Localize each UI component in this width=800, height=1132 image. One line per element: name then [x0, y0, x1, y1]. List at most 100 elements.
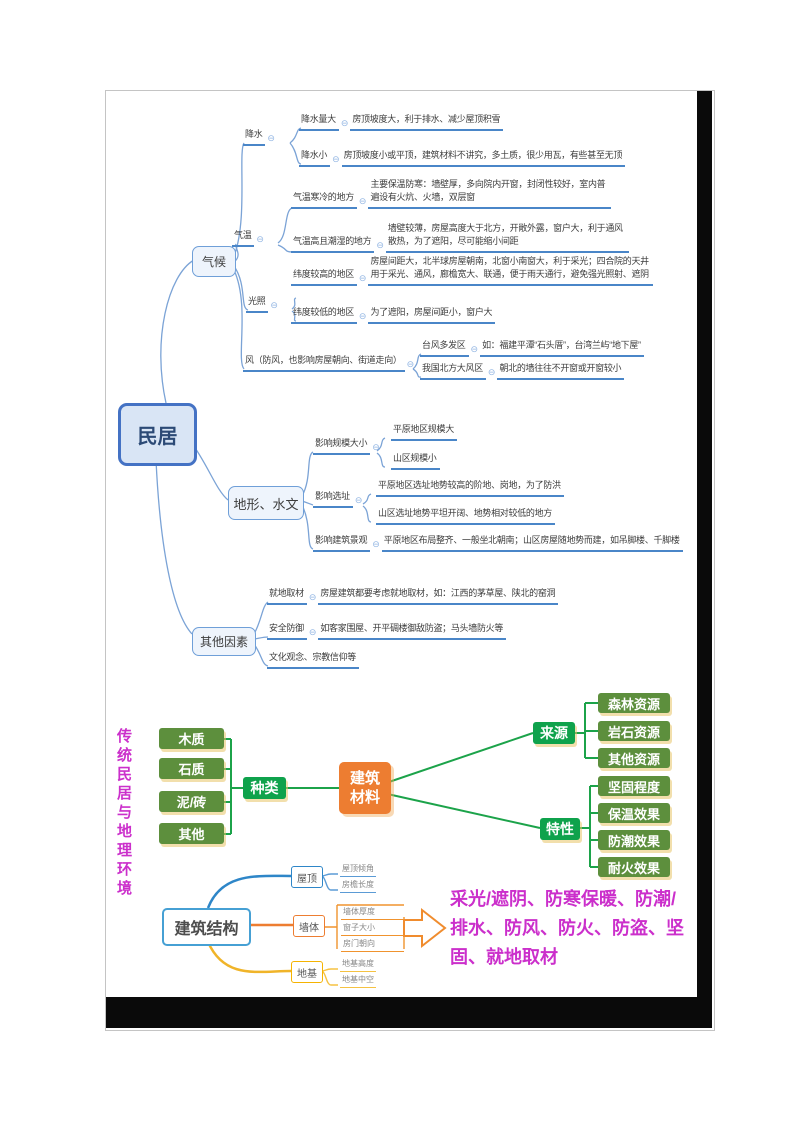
kind-stone[interactable]: 石质 — [159, 758, 224, 779]
node-temperature[interactable]: 气温 ⊖ — [232, 229, 266, 247]
source-forest[interactable]: 森林资源 — [598, 693, 670, 713]
collapse-icon[interactable]: ⊖ — [406, 359, 415, 369]
roof-item-angle: 屋顶倾角 — [340, 863, 376, 877]
node-affect-scale[interactable]: 影响规模大小 ⊖ — [313, 437, 382, 455]
node-label: 就地取材 — [267, 587, 307, 605]
root-node-dwellings[interactable]: 民居 — [118, 403, 197, 466]
node-label: 台风多发区 — [420, 339, 469, 357]
node-label: 纬度较高的地区 — [291, 268, 357, 286]
node-label: 影响建筑景观 — [313, 534, 371, 552]
node-label: 降水量大 — [299, 113, 339, 131]
node-label: 影响选址 — [313, 490, 353, 508]
node-desc: 朝北的墙往往不开窗或开窗较小 — [497, 362, 625, 380]
letterbox-right — [697, 91, 712, 1028]
node-low-latitude[interactable]: 纬度较低的地区 ⊖ 为了遮阳，房屋间距小，窗户大 — [291, 306, 496, 324]
node-temp-hot-humid[interactable]: 气温高且潮湿的地方 ⊖ 墙壁较薄，房屋高度大于北方，开敞外露，窗户大，利于通风散… — [291, 222, 629, 253]
node-precip-light[interactable]: 降水小 ⊖ 房顶坡度小或平顶，建筑材料不讲究，多土质，很少用瓦，有些甚至无顶 — [299, 149, 626, 167]
prop-fireproof[interactable]: 耐火效果 — [598, 857, 670, 877]
node-label: 气温寒冷的地方 — [291, 191, 357, 209]
node-desc: 平原地区布局整齐、一般坐北朝南；山区房屋随地势而建，如吊脚楼、千脚楼 — [381, 534, 683, 552]
prop-moistureproof[interactable]: 防潮效果 — [598, 830, 670, 850]
node-desc: 如客家围屋、开平碉楼御敌防盗；马头墙防火等 — [318, 622, 507, 640]
collapse-icon[interactable]: ⊖ — [376, 240, 384, 250]
node-precip-heavy[interactable]: 降水量大 ⊖ 房顶坡度大，利于排水、减少屋顶积雪 — [299, 113, 504, 131]
collapse-icon[interactable]: ⊖ — [267, 133, 275, 143]
node-wind[interactable]: 风（防风，也影响房屋朝向、街道走向） ⊖ — [243, 354, 416, 372]
node-properties[interactable]: 特性 — [540, 818, 580, 840]
node-wall[interactable]: 墙体 — [293, 915, 325, 937]
summary-line: 固、就地取材 — [450, 947, 558, 967]
node-local-materials[interactable]: 就地取材 ⊖ 房屋建筑都要考虑就地取材，如：江西的茅草屋、陕北的窑洞 — [267, 587, 559, 605]
node-source[interactable]: 来源 — [533, 722, 575, 744]
node-affect-landscape[interactable]: 影响建筑景观 ⊖ 平原地区布局整齐、一般坐北朝南；山区房屋随地势而建，如吊脚楼、… — [313, 534, 683, 552]
collapse-icon[interactable]: ⊖ — [340, 118, 349, 128]
node-desc: 平原地区规模大 — [391, 423, 457, 441]
collapse-icon[interactable]: ⊖ — [256, 234, 264, 244]
wall-item-window-size: 窗子大小 — [341, 922, 404, 936]
node-mountain-siting[interactable]: 山区选址地势平坦开阔、地势相对较低的地方 — [376, 507, 556, 525]
collapse-icon[interactable]: ⊖ — [308, 627, 317, 637]
node-label: 降水小 — [299, 149, 331, 167]
side-title: 传统民居与地理环境 — [115, 728, 132, 899]
summary-line: 排水、防风、防火、防盗、坚 — [450, 918, 684, 938]
collapse-icon[interactable]: ⊖ — [470, 344, 479, 354]
node-building-materials[interactable]: 建筑材料 — [339, 762, 391, 814]
kind-mud-brick[interactable]: 泥/砖 — [159, 791, 224, 812]
node-label: 我国北方大风区 — [420, 362, 486, 380]
branch-terrain-hydrology[interactable]: 地形、水文 — [228, 486, 304, 520]
node-foundation[interactable]: 地基 — [291, 961, 323, 983]
collapse-icon[interactable]: ⊖ — [487, 367, 496, 377]
node-kinds[interactable]: 种类 — [243, 777, 286, 799]
node-typhoon-area[interactable]: 台风多发区 ⊖ 如：福建平潭“石头厝”，台湾兰屿“地下屋” — [420, 339, 644, 357]
collapse-icon[interactable]: ⊖ — [332, 154, 340, 164]
collapse-icon[interactable]: ⊖ — [270, 300, 278, 310]
collapse-icon[interactable]: ⊖ — [358, 273, 367, 283]
node-desc: 房顶坡度大，利于排水、减少屋顶积雪 — [350, 113, 504, 131]
node-culture-religion[interactable]: 文化观念、宗教信仰等 — [267, 651, 360, 669]
source-other[interactable]: 其他资源 — [598, 748, 670, 768]
collapse-icon[interactable]: ⊖ — [354, 495, 363, 505]
node-security-defense[interactable]: 安全防御 ⊖ 如客家围屋、开平碉楼御敌防盗；马头墙防火等 — [267, 622, 507, 640]
node-high-latitude[interactable]: 纬度较高的地区 ⊖ 房屋间距大，北半球房屋朝南，北窗小南窗大，利于采光；四合院的… — [291, 255, 654, 286]
node-plain-siting[interactable]: 平原地区选址地势较高的阶地、岗地，为了防洪 — [376, 479, 564, 497]
node-desc: 为了遮阳，房屋间距小，窗户大 — [368, 306, 496, 324]
node-label: 安全防御 — [267, 622, 307, 640]
node-desc: 山区选址地势平坦开阔、地势相对较低的地方 — [376, 507, 556, 525]
node-plain-large-scale[interactable]: 平原地区规模大 — [391, 423, 457, 441]
node-desc: 房屋间距大，北半球房屋朝南，北窗小南窗大，利于采光；四合院的天井用于采光、通风，… — [368, 255, 654, 286]
base-item-hollow: 地基中空 — [340, 974, 376, 988]
summary-line: 采光/遮阴、防寒保暖、防潮/ — [450, 889, 677, 909]
prop-firmness[interactable]: 坚固程度 — [598, 776, 670, 796]
node-desc: 墙壁较薄，房屋高度大于北方，开敞外露，窗户大，利于通风散热，为了遮阳，尽可能缩小… — [385, 222, 629, 253]
branch-other-factors[interactable]: 其他因素 — [192, 627, 256, 656]
node-precipitation[interactable]: 降水 ⊖ — [243, 128, 277, 146]
collapse-icon[interactable]: ⊖ — [358, 196, 367, 206]
collapse-icon[interactable]: ⊖ — [372, 539, 380, 549]
kind-wood[interactable]: 木质 — [159, 728, 224, 749]
letterbox-bottom — [106, 997, 712, 1028]
node-label: 气温高且潮湿的地方 — [291, 235, 375, 253]
node-desc: 房顶坡度小或平顶，建筑材料不讲究，多土质，很少用瓦，有些甚至无顶 — [341, 149, 626, 167]
source-rock[interactable]: 岩石资源 — [598, 721, 670, 741]
collapse-icon[interactable]: ⊖ — [308, 592, 317, 602]
roof-item-eave: 房檐长度 — [340, 879, 376, 893]
base-item-height: 地基高度 — [340, 958, 376, 972]
branch-climate[interactable]: 气候 — [192, 246, 236, 277]
node-sunlight[interactable]: 光照 ⊖ — [246, 295, 280, 313]
node-label: 降水 — [243, 128, 266, 146]
prop-insulation[interactable]: 保温效果 — [598, 803, 670, 823]
node-label: 文化观念、宗教信仰等 — [267, 651, 360, 669]
node-label: 风（防风，也影响房屋朝向、街道走向） — [243, 354, 405, 372]
node-north-wind-area[interactable]: 我国北方大风区 ⊖ 朝北的墙往往不开窗或开窗较小 — [420, 362, 625, 380]
node-desc: 主要保温防寒：墙壁厚，多向院内开窗，封闭性较好，室内普遍设有火炕、火墙，双层窗 — [368, 178, 612, 209]
node-building-structure[interactable]: 建筑结构 — [162, 908, 251, 946]
collapse-icon[interactable]: ⊖ — [372, 442, 380, 452]
kind-other[interactable]: 其他 — [159, 823, 224, 844]
node-temp-cold[interactable]: 气温寒冷的地方 ⊖ 主要保温防寒：墙壁厚，多向院内开窗，封闭性较好，室内普遍设有… — [291, 178, 612, 209]
node-label: 纬度较低的地区 — [291, 306, 357, 324]
collapse-icon[interactable]: ⊖ — [358, 311, 367, 321]
node-mountain-small-scale[interactable]: 山区规模小 — [391, 452, 440, 470]
node-roof[interactable]: 屋顶 — [291, 866, 323, 888]
node-affect-siting[interactable]: 影响选址 ⊖ — [313, 490, 364, 508]
